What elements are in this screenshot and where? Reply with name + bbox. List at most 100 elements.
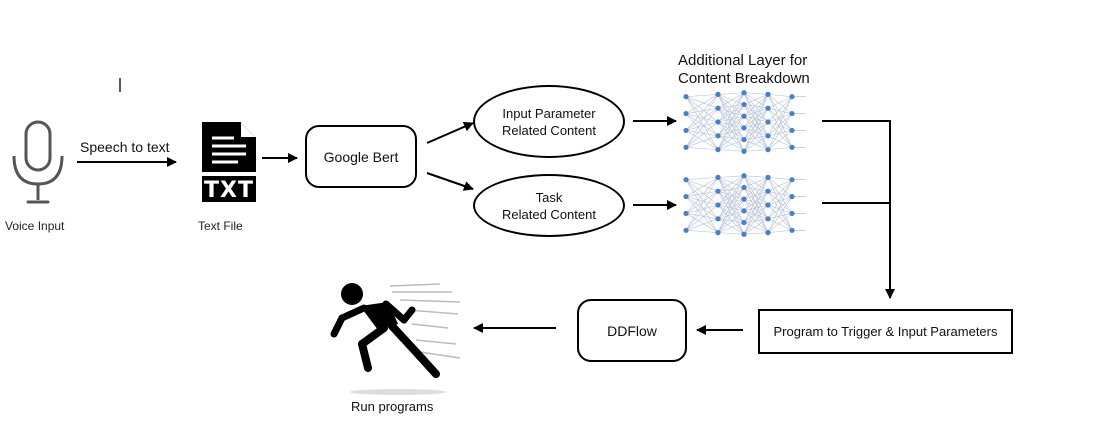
network-edge [685,196,719,220]
network-edge [717,92,745,95]
network-edge [743,92,769,95]
additional-layer-title: Additional Layer for Content Breakdown [678,52,810,88]
network-neuron [683,177,689,183]
network-edge [767,204,793,231]
network-neuron [765,119,771,125]
neural-network-icon [683,90,806,154]
network-edge [685,177,719,197]
network-edge [743,149,769,152]
task-line-2: Related Content [502,206,596,222]
network-edge [685,135,719,148]
network-neuron [683,144,689,150]
network-edge [767,107,793,131]
network-edge [767,179,793,206]
network-edge [685,196,719,206]
network-edge [767,108,793,148]
network-edge [685,130,719,137]
network-neuron [741,231,747,237]
network-edge [685,96,719,137]
network-edge [767,121,793,131]
network-edge [717,187,745,192]
network-edge [717,107,745,140]
network-edge [767,107,793,114]
network-edge [717,210,745,233]
network-edge [743,177,769,188]
network-edge [743,190,769,223]
network-edge [685,190,719,231]
text-file-label: Text File [198,219,243,233]
network-neuron [715,147,721,153]
network-edge [685,179,719,220]
ddflow-box: DDFlow [577,299,687,362]
network-edge [685,121,719,131]
network-edge [685,113,719,150]
network-edge [743,218,769,223]
network-edge [717,94,745,140]
network-edge [767,135,793,148]
network-edge [743,127,769,137]
network-neuron [765,216,771,222]
network-edge [717,187,745,233]
network-edge [743,187,769,220]
network-edge [767,113,793,150]
network-edge [717,218,745,223]
speech-to-text-label: Speech to text [80,139,170,155]
network-edge [743,177,769,223]
network-edge [743,92,769,123]
network-edge [717,115,745,150]
network-edge [743,135,769,140]
network-edge [767,96,793,109]
network-edge [743,121,769,140]
network-edge [743,94,769,105]
network-edge [767,130,793,150]
network-neuron [741,196,747,202]
network-edge [717,198,745,206]
network-edge [717,175,745,206]
network-edge [743,175,769,192]
network-edge [717,190,745,200]
network-neuron [715,216,721,222]
program-trigger-box: Program to Trigger & Input Parameters [758,309,1013,354]
network-edge [743,104,769,109]
network-edge [685,190,719,197]
network-edge [717,187,745,220]
network-edge [685,94,719,97]
network-edge [717,175,745,192]
network-neuron [789,227,795,233]
network-neuron [715,188,721,194]
network-neuron [715,202,721,208]
network-edge [685,179,719,192]
network-edge [717,92,745,109]
network-edge [685,177,719,231]
network-edge [743,107,769,140]
network-edge [717,121,745,140]
network-neuron [789,127,795,134]
network-edge [767,177,793,214]
network-neuron [741,90,747,96]
network-edge [717,191,745,235]
network-edge [743,198,769,220]
network-edge [743,175,769,233]
network-edge [767,179,793,192]
arrow-bert-to-input [426,122,474,144]
network-neuron [789,94,795,100]
network-edge [717,115,745,137]
network-edge [717,108,745,152]
network-neuron [741,184,747,191]
network-edge [767,191,793,231]
network-neuron [741,101,747,108]
network-edge [717,104,745,123]
network-neuron [765,147,771,153]
network-edge [767,96,793,136]
network-edge [717,115,745,123]
network-edge [767,179,793,219]
network-edge [743,104,769,123]
network-edge [717,92,745,123]
network-edge [717,204,745,235]
network-edge [717,104,745,109]
network-edge [767,190,793,197]
network-neuron [715,105,721,111]
network-edge [717,204,745,212]
network-neuron [715,91,721,97]
task-line-1: Task [535,189,563,205]
